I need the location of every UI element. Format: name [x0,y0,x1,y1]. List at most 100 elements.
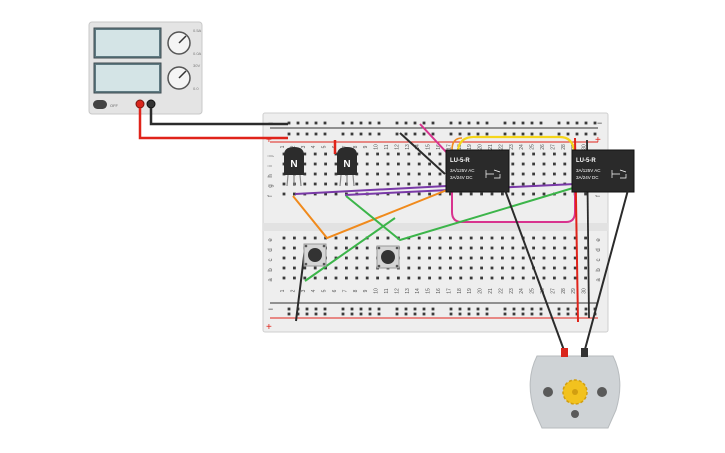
breadboard-hole[interactable] [376,172,379,176]
breadboard-hole[interactable] [512,307,516,311]
breadboard-hole[interactable] [557,121,561,125]
breadboard-hole[interactable] [334,182,338,186]
breadboard-hole[interactable] [376,152,379,156]
breadboard-hole[interactable] [303,276,307,280]
breadboard-hole[interactable] [303,182,307,186]
breadboard-hole[interactable] [365,182,369,186]
breadboard-hole[interactable] [377,307,381,311]
breadboard-hole[interactable] [428,236,431,240]
breadboard-hole[interactable] [395,307,399,311]
breadboard-hole[interactable] [469,276,473,280]
breadboard-hole[interactable] [542,152,546,156]
breadboard-hole[interactable] [365,276,369,280]
breadboard-hole[interactable] [542,172,546,176]
breadboard-hole[interactable] [530,132,534,136]
breadboard-hole[interactable] [428,182,431,186]
breadboard-hole[interactable] [480,266,483,270]
breadboard-hole[interactable] [345,246,348,250]
breadboard-hole[interactable] [467,132,471,136]
breadboard-hole[interactable] [407,182,411,186]
breadboard-hole[interactable] [431,312,435,316]
breadboard-hole[interactable] [350,312,354,316]
relay-2[interactable]: LU-5-R 3A/125V AC 3A/24V DC [571,149,635,193]
breadboard-hole[interactable] [422,307,426,311]
breadboard-hole[interactable] [490,256,494,260]
breadboard-hole[interactable] [449,132,453,136]
breadboard-hole[interactable] [532,256,535,260]
breadboard-hole[interactable] [386,192,390,196]
breadboard-hole[interactable] [575,132,579,136]
breadboard-hole[interactable] [368,121,372,125]
breadboard-hole[interactable] [417,192,421,196]
breadboard-hole[interactable] [532,152,535,156]
breadboard-hole[interactable] [476,307,480,311]
breadboard-hole[interactable] [404,132,408,136]
breadboard-hole[interactable] [539,307,543,311]
breadboard-hole[interactable] [359,121,363,125]
breadboard-hole[interactable] [293,236,296,240]
breadboard-hole[interactable] [542,162,546,166]
breadboard-hole[interactable] [376,162,379,166]
breadboard-hole[interactable] [428,246,431,250]
breadboard-hole[interactable] [584,121,588,125]
breadboard-hole[interactable] [469,266,473,270]
breadboard-hole[interactable] [480,246,483,250]
breadboard-hole[interactable] [521,312,525,316]
breadboard-hole[interactable] [296,312,300,316]
breadboard-hole[interactable] [345,236,348,240]
breadboard-hole[interactable] [503,132,507,136]
breadboard-hole[interactable] [521,121,525,125]
breadboard-hole[interactable] [511,152,515,156]
breadboard-hole[interactable] [501,256,504,260]
breadboard-hole[interactable] [553,276,556,280]
breadboard-hole[interactable] [314,132,318,136]
breadboard-hole[interactable] [573,256,577,260]
breadboard-hole[interactable] [511,192,515,196]
breadboard-hole[interactable] [341,312,345,316]
breadboard-hole[interactable] [355,246,359,250]
breadboard-hole[interactable] [532,236,535,240]
breadboard-hole[interactable] [376,236,379,240]
magenta-jumper-wire[interactable] [419,123,449,155]
breadboard-hole[interactable] [532,162,535,166]
breadboard-hole[interactable] [324,236,327,240]
breadboard-hole[interactable] [314,307,318,311]
breadboard-hole[interactable] [386,162,390,166]
breadboard-hole[interactable] [480,192,483,196]
breadboard-hole[interactable] [584,132,588,136]
breadboard-hole[interactable] [386,236,390,240]
breadboard-hole[interactable] [282,152,286,156]
breadboard-hole[interactable] [521,192,525,196]
breadboard-hole[interactable] [438,236,442,240]
breadboard-hole[interactable] [530,307,534,311]
breadboard-hole[interactable] [563,162,567,166]
breadboard-hole[interactable] [407,266,411,270]
breadboard-hole[interactable] [324,276,327,280]
breadboard-hole[interactable] [449,312,453,316]
breadboard-hole[interactable] [490,236,494,240]
breadboard-hole[interactable] [305,132,309,136]
breadboard-hole[interactable] [422,312,426,316]
breadboard-hole[interactable] [563,246,567,250]
breadboard-hole[interactable] [438,182,442,186]
breadboard-hole[interactable] [512,312,516,316]
breadboard-hole[interactable] [490,276,494,280]
relay-1[interactable]: LU-5-R 3A/125V AC 3A/24V DC [445,149,510,193]
breadboard-hole[interactable] [313,182,317,186]
breadboard-hole[interactable] [501,266,504,270]
breadboard-hole[interactable] [584,276,587,280]
power-supply[interactable]: 0.5A 0.0A 30V 0.0 OFF [88,21,203,115]
breadboard-hole[interactable] [428,266,431,270]
breadboard-hole[interactable] [490,246,494,250]
breadboard-hole[interactable] [417,266,421,270]
breadboard-hole[interactable] [324,192,327,196]
breadboard-hole[interactable] [282,192,286,196]
breadboard-hole[interactable] [305,307,309,311]
breadboard-hole[interactable] [469,256,473,260]
breadboard-hole[interactable] [334,266,338,270]
breadboard-hole[interactable] [563,256,567,260]
breadboard-hole[interactable] [417,256,421,260]
breadboard-hole[interactable] [323,132,327,136]
breadboard-hole[interactable] [431,307,435,311]
breadboard-hole[interactable] [376,276,379,280]
